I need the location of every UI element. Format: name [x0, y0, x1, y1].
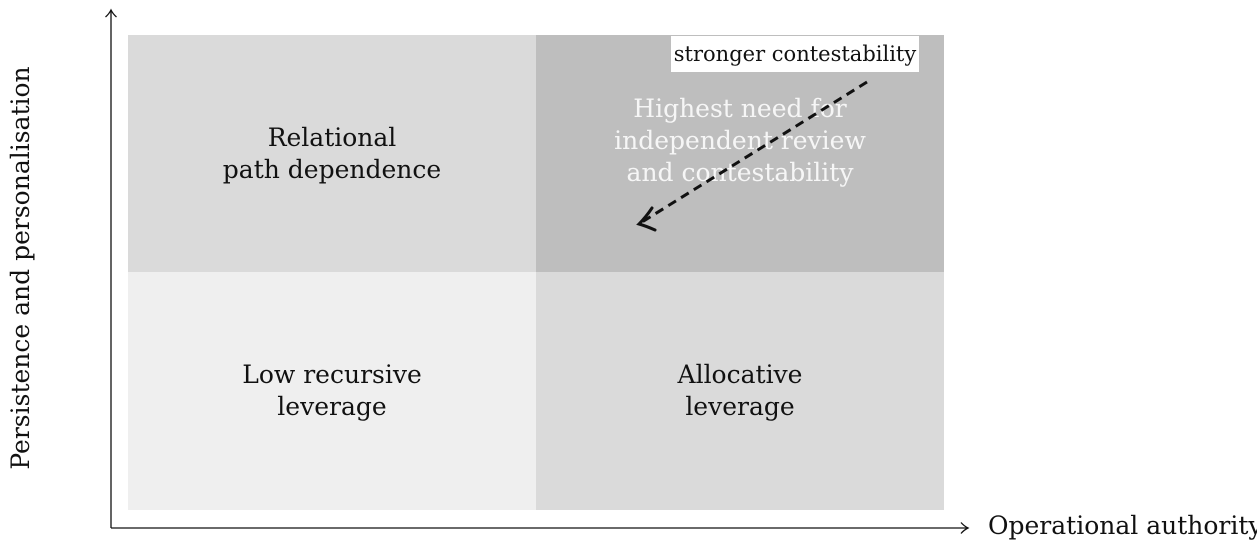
callout-label: stronger contestability — [673, 42, 917, 66]
quadrant-highest-need: Highest need for independent review and … — [536, 35, 944, 272]
y-axis-arrowhead — [105, 8, 117, 18]
y-axis-label: Persistence and personalisation — [6, 66, 35, 470]
quadrant-label: Low recursive leverage — [242, 360, 422, 421]
contestability-arrow — [641, 80, 868, 224]
callout-stronger-contestability: stronger contestability — [671, 36, 919, 72]
x-axis-label: Operational authority — [988, 511, 1257, 540]
quadrant-allocative-leverage: Allocative leverage — [536, 272, 944, 510]
quadrant-label: Relational path dependence — [222, 122, 442, 184]
quadrant-label: Highest need for independent review and … — [614, 94, 866, 187]
quadrant-low-recursive-leverage: Low recursive leverage — [128, 272, 536, 510]
contestability-arrowhead — [636, 206, 657, 232]
quadrant-relational-path-dependence: Relational path dependence — [128, 35, 536, 272]
quadrant-label: Allocative leverage — [677, 360, 803, 421]
x-axis-arrowhead — [960, 522, 970, 534]
